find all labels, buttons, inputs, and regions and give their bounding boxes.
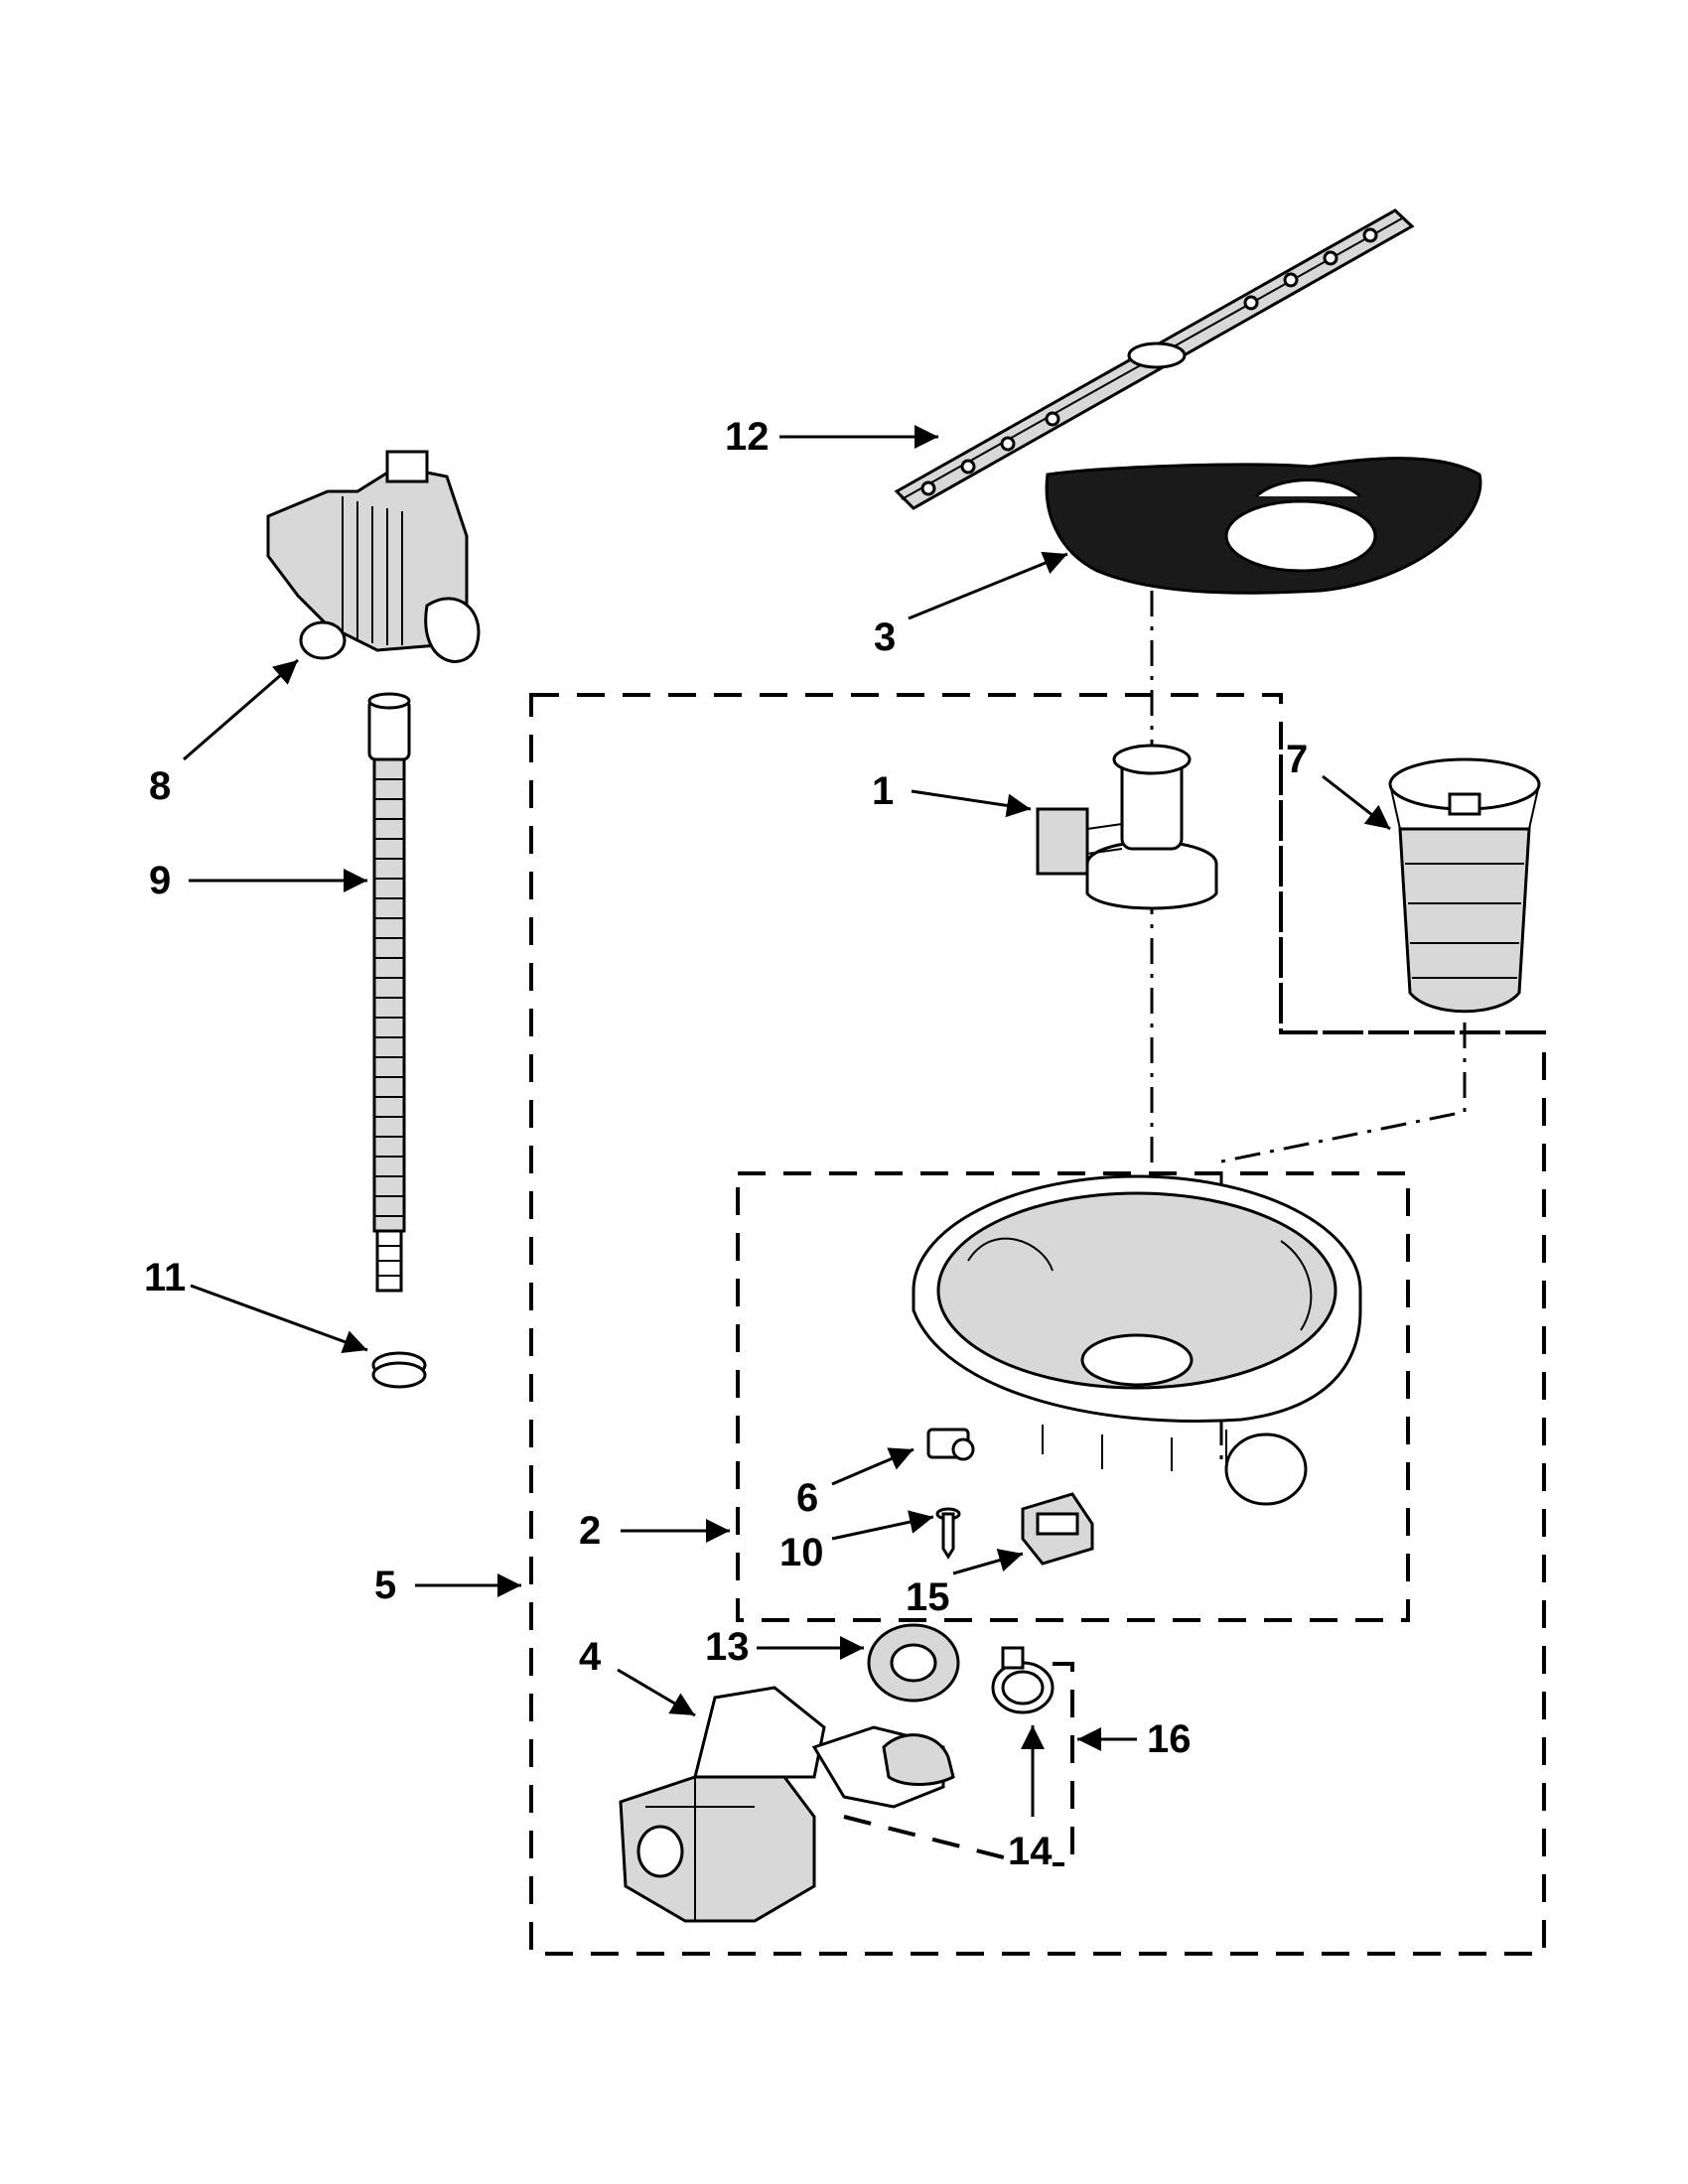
- callout-15: 15: [906, 1575, 950, 1619]
- leader-15: [952, 1549, 1024, 1575]
- leader-8: [183, 658, 299, 761]
- callout-1: 1: [872, 769, 894, 813]
- callout-13: 13: [705, 1625, 750, 1669]
- callout-5: 5: [374, 1564, 396, 1607]
- leader-7: [1322, 774, 1391, 831]
- leader-3: [908, 551, 1068, 620]
- seal-ring-part: [867, 1623, 960, 1703]
- leader-10: [831, 1510, 934, 1541]
- drain-hose-part: [367, 692, 411, 1293]
- callout-9: 9: [149, 859, 171, 902]
- drain-pump-part: [266, 450, 481, 663]
- clamp-part: [991, 1646, 1055, 1714]
- leader-1: [911, 789, 1032, 818]
- pump-dash-link: [843, 1815, 1024, 1864]
- callout-7: 7: [1286, 738, 1308, 781]
- callout-6: 6: [796, 1476, 818, 1520]
- assembly-box-16: [1053, 1662, 1074, 1866]
- alignment-line-filter: [1219, 1023, 1467, 1469]
- filter-shield-part: [1045, 457, 1482, 595]
- assembly-box-7: [1279, 754, 1544, 1034]
- callout-2: 2: [579, 1509, 601, 1553]
- pump-housing-part: [912, 1174, 1362, 1506]
- spray-arm-part: [894, 208, 1415, 510]
- filter-basket-part: [1388, 757, 1541, 1014]
- hose-clamp-part: [371, 1351, 427, 1389]
- callout-14: 14: [1008, 1830, 1053, 1873]
- leader-6: [831, 1447, 914, 1486]
- callout-4: 4: [579, 1635, 602, 1679]
- sensor-assembly-part: [1036, 744, 1218, 910]
- callout-16: 16: [1147, 1717, 1192, 1761]
- leader-4: [617, 1668, 696, 1717]
- callout-11: 11: [144, 1256, 186, 1299]
- circulation-pump-part: [619, 1686, 955, 1923]
- grommet-part: [1021, 1492, 1094, 1566]
- callout-8: 8: [149, 764, 171, 808]
- assembly-box-5: [529, 693, 1546, 1956]
- callout-10: 10: [779, 1531, 824, 1574]
- screw-part: [935, 1507, 961, 1560]
- leader-11: [190, 1284, 368, 1354]
- callout-3: 3: [874, 615, 896, 659]
- assembly-box-2: [736, 1171, 1410, 1622]
- callout-12: 12: [725, 415, 770, 459]
- thermistor-part: [926, 1428, 975, 1461]
